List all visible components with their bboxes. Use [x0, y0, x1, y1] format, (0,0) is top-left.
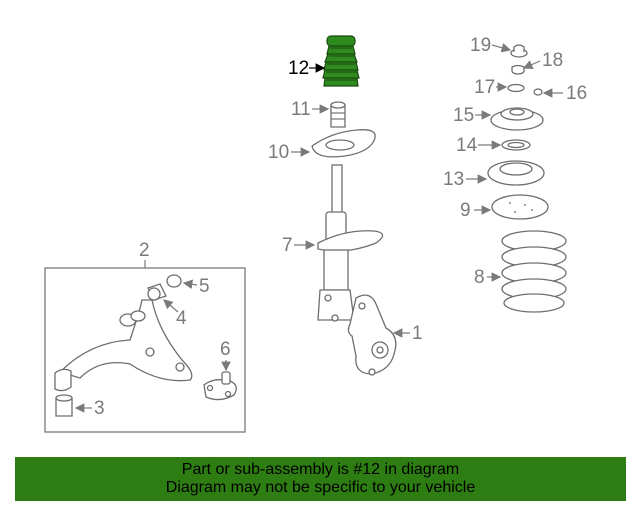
callout-17: 17	[474, 77, 495, 98]
part-15-strut-mount	[490, 107, 544, 131]
part-16-nut	[533, 88, 543, 96]
part-3-bushing	[55, 394, 73, 417]
part-6-ball-joint	[203, 371, 237, 401]
callout-9: 9	[460, 200, 471, 221]
callout-18: 18	[542, 50, 563, 71]
part-10-mount-plate	[311, 129, 376, 158]
part-2-lower-arm	[54, 299, 193, 392]
part-17-washer	[507, 83, 525, 93]
parts-diagram: 12 11 10 7 1 19	[44, 35, 587, 433]
banner-line-2: Diagram may not be specific to your vehi…	[165, 479, 476, 496]
part-9-insulator	[491, 194, 549, 220]
callout-5: 5	[199, 276, 210, 297]
part-8-coil-spring	[501, 230, 567, 313]
part-1-knuckle	[347, 294, 397, 376]
callout-3: 3	[94, 398, 105, 419]
part-14-bearing	[501, 139, 531, 151]
callout-14: 14	[456, 135, 478, 156]
callout-8: 8	[474, 267, 485, 288]
part-5-bushing	[166, 274, 182, 288]
callout-4: 4	[176, 308, 187, 329]
callout-1: 1	[412, 323, 423, 344]
callout-16: 16	[566, 83, 587, 104]
callout-12: 12	[288, 58, 309, 79]
part-2-lower-arm-box	[44, 267, 246, 433]
callout-15: 15	[453, 105, 474, 126]
callout-19: 19	[470, 35, 491, 56]
callout-6: 6	[220, 339, 231, 360]
part-4-bushing	[147, 283, 167, 301]
part-11-bumper	[330, 101, 346, 128]
part-13-spring-seat	[487, 160, 545, 186]
info-banner: Part or sub-assembly is #12 in diagram D…	[15, 457, 626, 501]
callout-13: 13	[443, 169, 464, 190]
callout-11: 11	[291, 99, 311, 120]
part-18-washer	[511, 64, 525, 75]
part-7-strut	[317, 164, 384, 322]
callout-2: 2	[139, 240, 150, 261]
part-19-nut	[510, 44, 528, 58]
callout-10: 10	[268, 142, 289, 163]
part-12-boot[interactable]	[322, 35, 360, 87]
callout-7: 7	[282, 235, 293, 256]
banner-line-1: Part or sub-assembly is #12 in diagram	[181, 461, 460, 478]
